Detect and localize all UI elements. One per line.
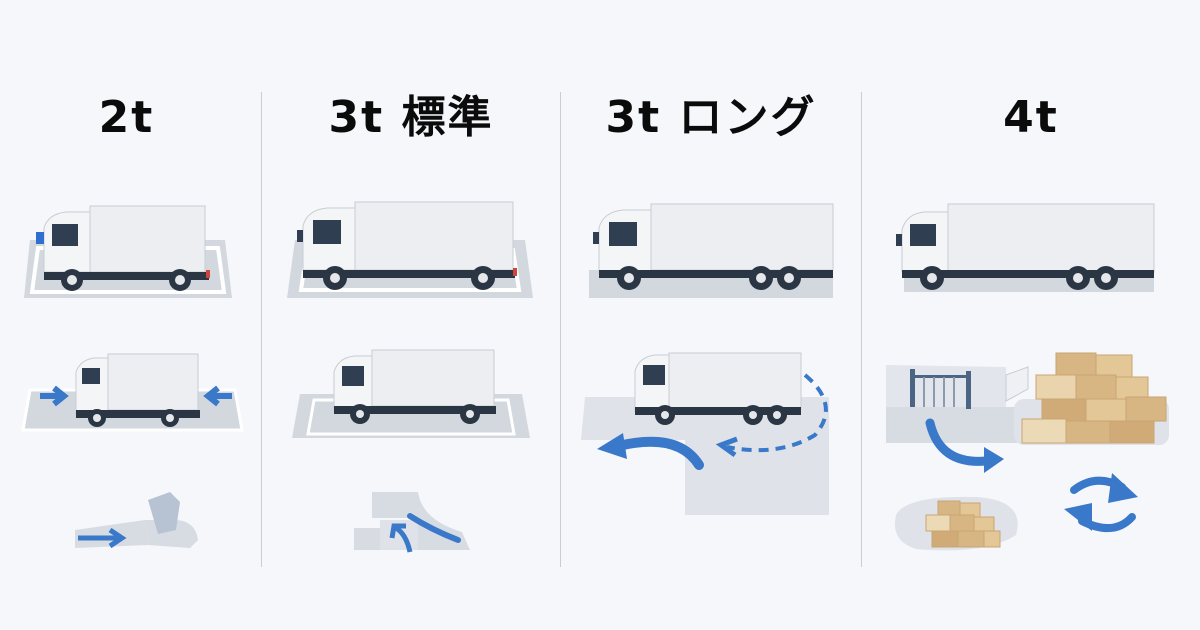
column-divider (560, 92, 561, 567)
column-title: 3t ロング (605, 92, 817, 143)
column-title: 4t (1003, 92, 1059, 143)
truck-2t-tight-space-icon (21, 353, 244, 432)
column-divider (861, 92, 862, 567)
column-2t: 2t (0, 0, 261, 630)
column-3t-long: 3t ロング (561, 0, 861, 630)
truck-2t-parked-icon (24, 205, 232, 298)
column-divider (261, 92, 262, 567)
column-title: 3t 標準 (328, 92, 494, 143)
corner-turn-icon (354, 492, 470, 553)
column-title: 2t (98, 92, 155, 143)
truck-3t-standard-icon (292, 349, 530, 438)
truck-4t-parked-icon (896, 203, 1155, 292)
loading-dock-icon (886, 352, 1169, 551)
truck-3t-long-turning-icon (581, 352, 829, 515)
truck-3t-long-parked-icon (589, 203, 834, 298)
column-3t-standard: 3t 標準 (262, 0, 560, 630)
column-4t: 4t (862, 0, 1200, 630)
truck-3t-parked-icon (287, 201, 533, 298)
narrow-road-entry-icon (75, 492, 198, 549)
